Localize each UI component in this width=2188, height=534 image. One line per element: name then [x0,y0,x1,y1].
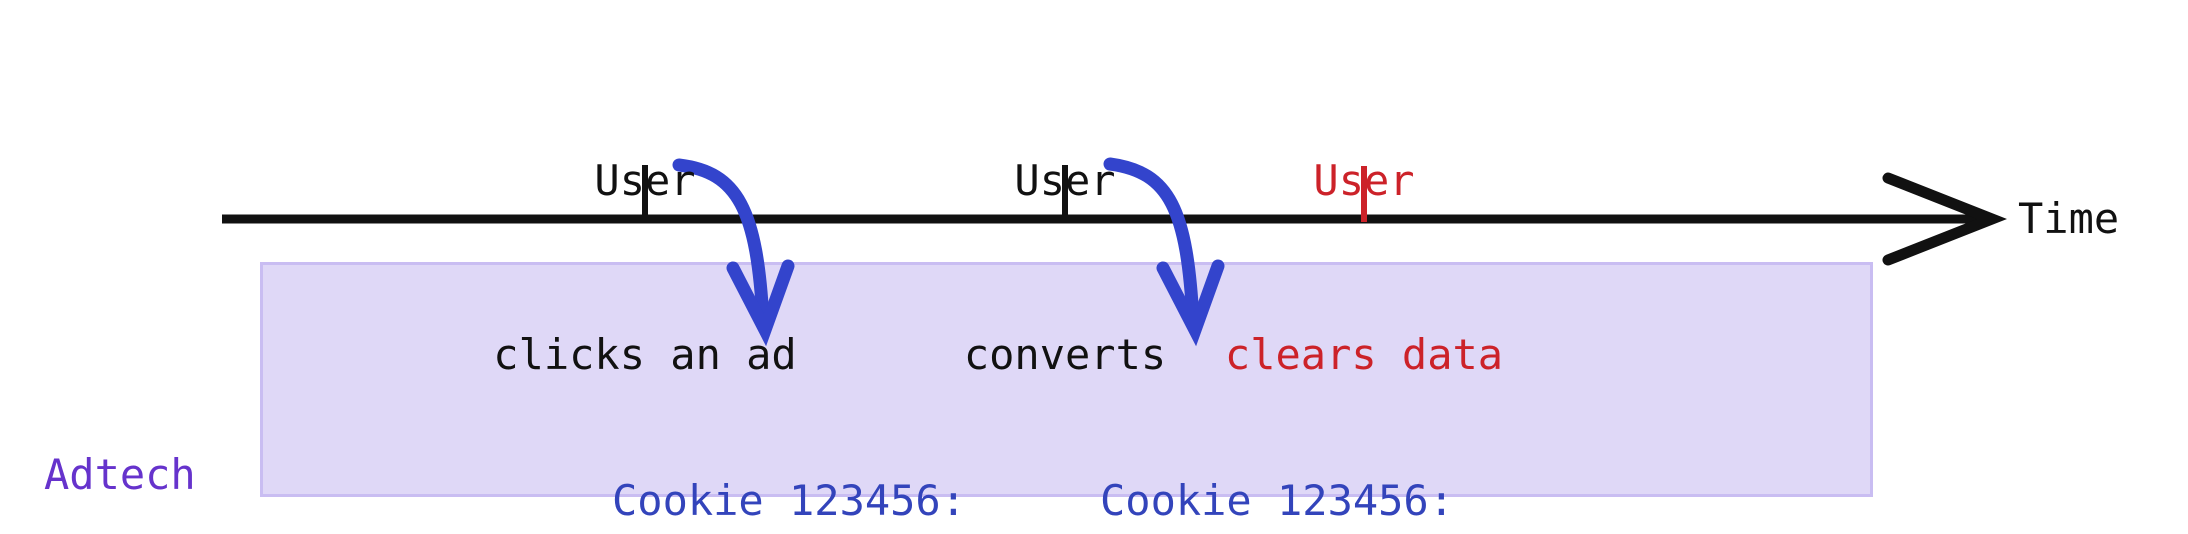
event-label-line2: clicks an ad [493,329,797,379]
arrow-click-to-server-head [726,259,795,347]
cookie-record-converted: Cookie 123456: Converted [1100,352,1454,534]
arrow-convert-to-server [1103,157,1200,327]
adtech-server-label-line1: Adtech [44,449,196,499]
adtech-server-label: Adtech server [44,330,196,534]
timeline-axis-label: Time [2018,194,2120,243]
timeline-arrowhead [1882,172,2007,266]
event-label-line1: User [594,155,696,205]
event-label-line2: clears data [1224,329,1504,379]
event-label-user-clears-data: User clears data [1225,36,1503,500]
adtech-server-box [260,262,1873,497]
cookie-record-line1: Cookie 123456: [612,476,967,526]
event-label-user-converts: User converts [964,36,1166,500]
event-label-line1: User [1313,155,1415,205]
arrow-convert-to-server-head [1156,259,1225,347]
event-label-line1: User [1014,155,1116,205]
event-label-user-clicks-ad: User clicks an ad [493,36,796,500]
arrow-click-to-server [672,158,770,327]
event-label-line2: converts [963,329,1167,379]
cookie-record-line1: Cookie 123456: [1100,476,1455,526]
cookie-record-ad-clicked: Cookie 123456: Ad clicked [612,352,966,534]
